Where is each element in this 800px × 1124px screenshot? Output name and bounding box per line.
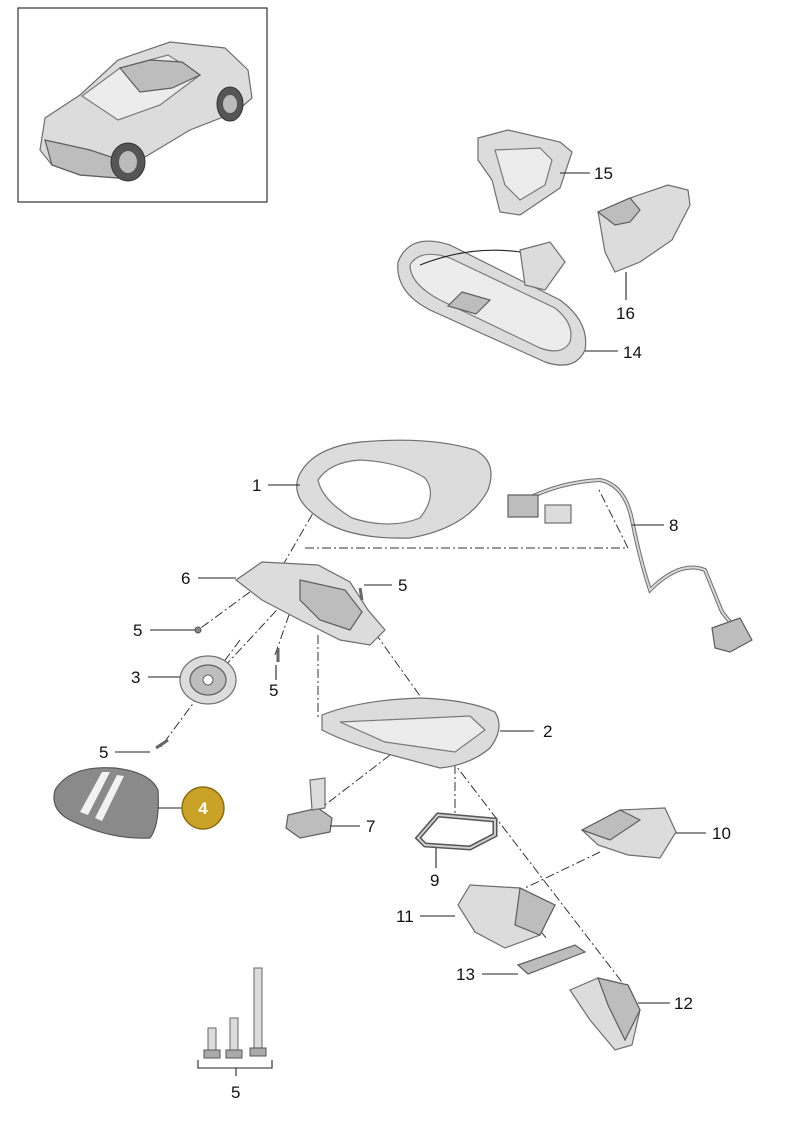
callout-12: 12 <box>674 994 693 1013</box>
lower-cover-part <box>596 184 691 273</box>
mirror-lower-housing-part <box>321 697 500 769</box>
mirror-bracket-part <box>569 977 641 1051</box>
wiring-harness-part <box>507 477 753 653</box>
highlight-circle-ring <box>181 786 225 830</box>
screw-parts <box>155 587 364 1059</box>
highlight-circle <box>182 787 224 829</box>
highlighted-callout-4[interactable]: 4 <box>181 786 225 830</box>
leader-lines <box>115 172 706 1076</box>
mirror-trim-part <box>580 807 677 859</box>
mount-cover-part <box>477 129 573 216</box>
callout-13: 13 <box>456 965 475 984</box>
callout-14: 14 <box>623 343 642 362</box>
seal-strip-part <box>516 944 587 975</box>
callout-9: 9 <box>430 871 439 890</box>
callout-15: 15 <box>594 164 613 183</box>
callout-5-base: 5 <box>398 576 407 595</box>
callout-5-left: 5 <box>133 621 142 640</box>
mirror-glass-part <box>53 767 159 839</box>
callout-5-screws: 5 <box>231 1083 240 1102</box>
callout-10: 10 <box>712 824 731 843</box>
mirror-housing-cap-part <box>296 439 492 539</box>
callout-2: 2 <box>543 722 552 741</box>
mirror-motor-part <box>179 655 237 705</box>
rear-view-mirror-part <box>397 240 587 366</box>
puddle-light-part <box>285 777 333 839</box>
callout-5-center: 5 <box>269 681 278 700</box>
callout-6: 6 <box>181 569 190 588</box>
callout-8: 8 <box>669 516 678 535</box>
car-overview-icon <box>39 41 253 182</box>
callout-4: 4 <box>198 799 208 818</box>
callout-16: 16 <box>616 304 635 323</box>
callout-5-lower: 5 <box>99 743 108 762</box>
mirror-arm-cover-part <box>457 884 556 949</box>
turn-signal-frame-part <box>414 812 498 851</box>
callout-11: 11 <box>396 907 414 926</box>
callout-7: 7 <box>366 817 375 836</box>
callout-3: 3 <box>131 668 140 687</box>
mirror-base-part <box>234 561 386 646</box>
callout-labels: 15 16 14 1 8 6 5 5 5 3 2 5 4 7 10 9 11 1… <box>99 164 731 1102</box>
callout-1: 1 <box>252 476 261 495</box>
